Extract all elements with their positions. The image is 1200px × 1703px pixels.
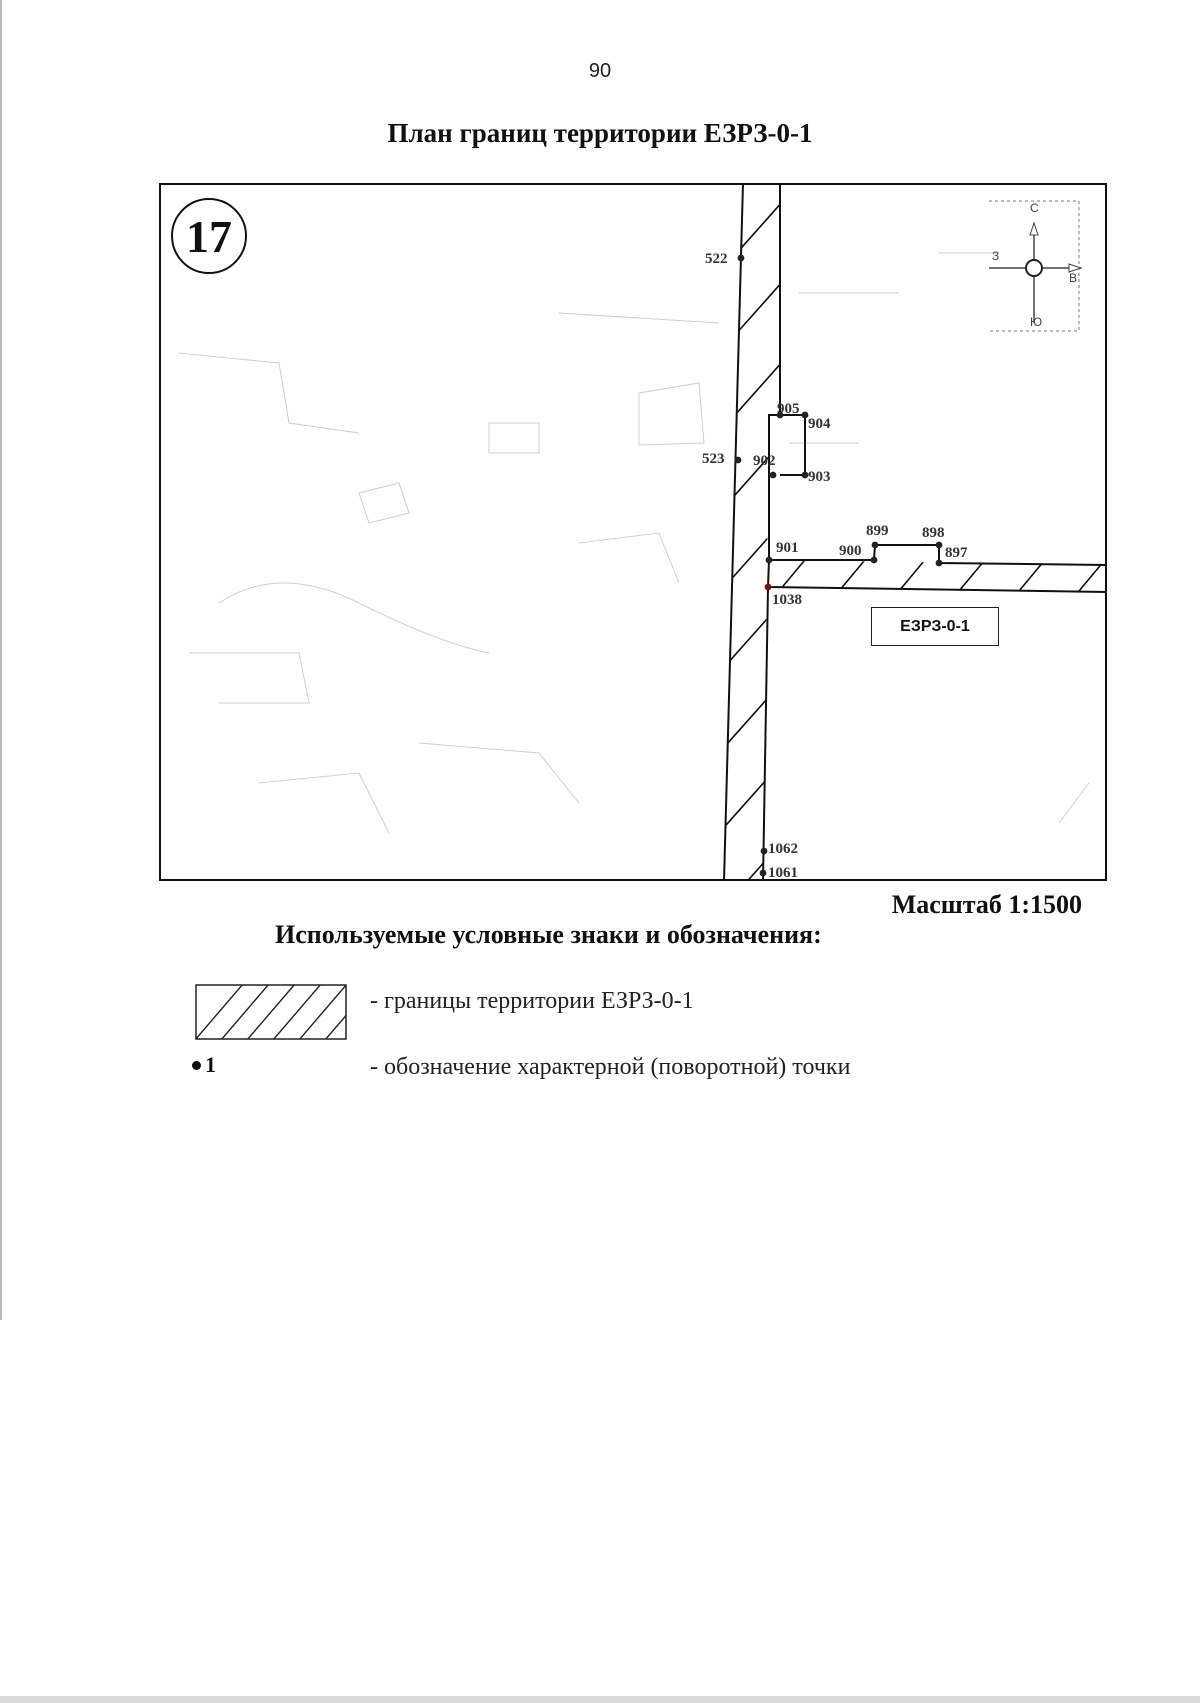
point-label: 900 xyxy=(839,543,862,559)
point-label: 904 xyxy=(808,416,831,432)
point-marker-523 xyxy=(734,456,742,464)
scan-bottom-edge xyxy=(0,1696,1200,1703)
compass-south-label: Ю xyxy=(1030,315,1043,329)
boundary-map xyxy=(159,183,1107,881)
vertical-boundary-strip xyxy=(723,183,806,881)
horizontal-boundary-strip xyxy=(767,544,1107,593)
point-marker-904 xyxy=(801,411,809,419)
point-label: 1062 xyxy=(768,841,798,857)
point-marker-897 xyxy=(935,559,943,567)
legend-point-number: 1 xyxy=(205,1052,216,1077)
point-marker-899 xyxy=(871,541,879,549)
point-label: 899 xyxy=(866,523,889,539)
point-marker-1061 xyxy=(759,869,767,877)
point-label: 902 xyxy=(753,453,776,469)
legend-boundary-text: - границы территории ЕЗРЗ-0-1 xyxy=(370,988,694,1014)
point-marker-1038 xyxy=(764,583,772,591)
sheet-number-badge: 17 xyxy=(171,198,247,274)
legend-title: Используемые условные знаки и обозначени… xyxy=(275,920,822,949)
point-marker-905 xyxy=(776,411,784,419)
point-label: 903 xyxy=(808,469,831,485)
compass-rose xyxy=(989,200,1083,332)
point-marker-901 xyxy=(765,556,773,564)
map-scale: Масштаб 1:1500 xyxy=(891,890,1082,919)
zone-label-ezrz: ЕЗРЗ-0-1 xyxy=(871,607,999,646)
point-dot-icon xyxy=(192,1060,201,1070)
legend-point-text: - обозначение характерной (поворотной) т… xyxy=(370,1054,851,1080)
point-label: 522 xyxy=(705,251,728,267)
legend-point-symbol: 1 xyxy=(192,1052,216,1078)
point-label: 898 xyxy=(922,525,945,541)
point-marker-1062 xyxy=(760,847,768,855)
point-label: 523 xyxy=(702,451,725,467)
point-label: 1038 xyxy=(772,592,802,608)
point-marker-522 xyxy=(737,254,745,262)
point-marker-900 xyxy=(870,556,878,564)
compass-west-label: З xyxy=(992,249,1000,263)
point-label: 1061 xyxy=(768,865,798,881)
point-marker-903 xyxy=(801,471,809,479)
point-label: 897 xyxy=(945,545,968,561)
compass-east-label: В xyxy=(1069,271,1078,285)
compass-north-label: С xyxy=(1030,201,1039,215)
background-topography xyxy=(178,252,1090,834)
point-marker-902 xyxy=(769,471,777,479)
point-marker-898 xyxy=(935,541,943,549)
scan-left-edge xyxy=(0,0,2,1320)
point-label: 905 xyxy=(777,401,800,417)
point-label: 901 xyxy=(776,540,799,556)
page-number: 90 xyxy=(588,60,612,82)
legend-boundary-swatch xyxy=(195,984,347,1040)
point-markers xyxy=(734,254,943,877)
map-frame-border xyxy=(159,183,1107,881)
page-title: План границ территории ЕЗРЗ-0-1 xyxy=(387,118,813,148)
